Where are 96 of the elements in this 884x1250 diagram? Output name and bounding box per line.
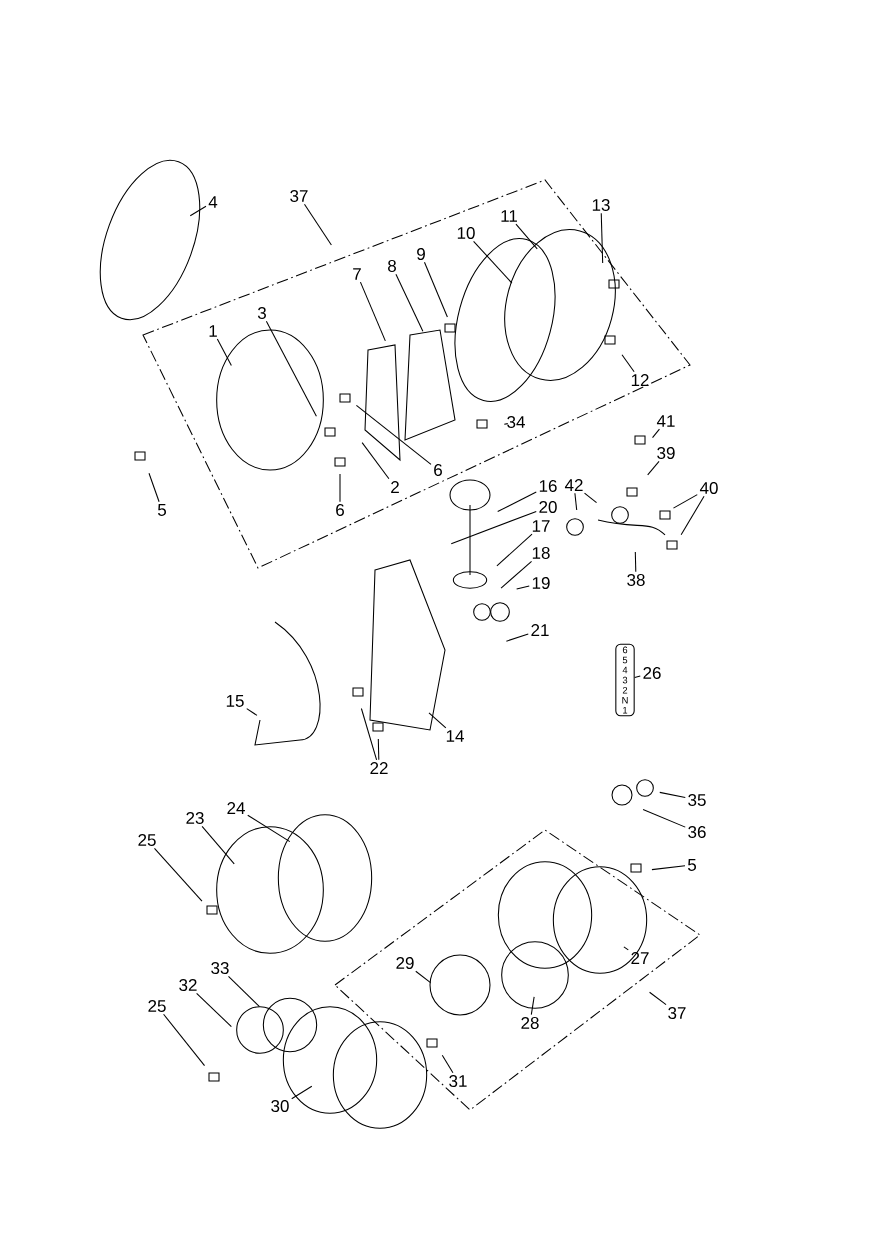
- leader-line: [450, 510, 537, 545]
- leader-line: [642, 809, 686, 828]
- leader-line: [423, 261, 448, 318]
- callout-number: 1: [209, 325, 217, 337]
- callout-number: 36: [688, 825, 706, 838]
- callout-number: 31: [449, 1074, 467, 1087]
- leader-line: [339, 473, 341, 503]
- leader-line: [659, 791, 686, 799]
- leader-line: [473, 240, 513, 284]
- callout-number: 37: [290, 189, 308, 202]
- leader-line: [265, 320, 317, 417]
- leader-line: [359, 281, 386, 342]
- callout-number: 27: [631, 952, 649, 964]
- callout-number: 25: [148, 999, 166, 1012]
- leader-line: [651, 865, 686, 871]
- leader-line: [672, 494, 698, 509]
- leader-line: [153, 847, 203, 902]
- callout-number: 42: [564, 479, 583, 491]
- callout-number: 28: [521, 1016, 539, 1029]
- leader-line: [303, 203, 332, 246]
- callout-number: 33: [211, 961, 229, 974]
- leader-line: [623, 946, 629, 951]
- leader-line: [496, 533, 533, 567]
- leader-line: [247, 814, 291, 843]
- callout-number: 14: [446, 730, 464, 742]
- callout-number: 29: [396, 956, 414, 969]
- leader-line: [441, 1054, 454, 1074]
- leader-line: [652, 428, 660, 439]
- leader-line: [196, 992, 232, 1028]
- callout-number: 24: [227, 802, 245, 814]
- callout-number: 6: [434, 463, 442, 476]
- callout-number: 3: [257, 306, 266, 319]
- leader-line: [415, 970, 432, 984]
- leader-line: [680, 495, 705, 536]
- callout-number: 5: [687, 859, 697, 871]
- callout-number: 40: [699, 481, 718, 494]
- callout-number: 6: [336, 503, 344, 516]
- callout-number: 22: [370, 762, 388, 774]
- leader-line: [516, 585, 530, 590]
- callout-number: 18: [532, 546, 550, 559]
- callout-number: 32: [179, 978, 197, 991]
- callout-number: 39: [657, 446, 675, 459]
- callout-number: 30: [271, 1099, 289, 1112]
- callout-number: 9: [417, 247, 425, 260]
- leader-line: [600, 212, 604, 264]
- leader-line: [634, 675, 641, 678]
- callout-number: 19: [532, 576, 550, 589]
- leader-line: [163, 1013, 206, 1067]
- leader-line: [649, 991, 667, 1006]
- callout-number: 15: [226, 695, 244, 707]
- callout-number: 8: [388, 259, 396, 272]
- callout-number: 10: [457, 226, 475, 239]
- leader-line: [515, 223, 538, 250]
- callout-number: 25: [138, 833, 156, 846]
- leader-line: [227, 975, 260, 1008]
- leader-line: [291, 1085, 313, 1100]
- callout-number: 41: [656, 415, 675, 427]
- callout-number: 12: [631, 374, 649, 386]
- callout-number: 4: [208, 196, 218, 208]
- leader-line: [201, 825, 235, 865]
- leader-line: [574, 492, 578, 511]
- leader-line: [500, 560, 533, 589]
- leader-line: [584, 492, 598, 504]
- leader-line: [355, 404, 432, 465]
- callout-number: 37: [668, 1006, 686, 1019]
- callout-number: 35: [688, 793, 706, 806]
- leader-line: [377, 738, 380, 761]
- leader-line: [360, 707, 378, 761]
- callout-number: 17: [532, 520, 550, 532]
- leader-line: [148, 472, 160, 503]
- callout-number: 26: [643, 666, 661, 679]
- callout-number: 23: [186, 811, 204, 824]
- gear-indicator-strip: 6 5 4 3 2 N 1: [615, 643, 635, 717]
- callout-number: 2: [391, 481, 399, 493]
- callout-number: 20: [539, 500, 557, 513]
- callout-number: 34: [507, 415, 525, 428]
- leader-line: [395, 273, 424, 332]
- leader-line: [246, 708, 258, 716]
- leader-line: [634, 551, 637, 573]
- leader-line: [189, 205, 207, 217]
- leader-line: [428, 712, 447, 729]
- callout-number: 5: [157, 504, 166, 516]
- leader-line: [497, 491, 537, 513]
- callout-number: 7: [353, 268, 361, 280]
- leader-line: [530, 996, 535, 1016]
- leader-line: [505, 633, 529, 642]
- callout-number: 21: [531, 624, 549, 636]
- leader-line: [216, 338, 232, 366]
- leader-line: [621, 354, 635, 373]
- callout-number: 38: [627, 573, 645, 586]
- leader-line: [503, 423, 509, 425]
- callout-number: 16: [539, 479, 557, 492]
- leader-line: [647, 460, 660, 476]
- callout-number: 13: [592, 198, 610, 211]
- leader-line: [361, 442, 390, 480]
- callout-number: 11: [501, 210, 517, 222]
